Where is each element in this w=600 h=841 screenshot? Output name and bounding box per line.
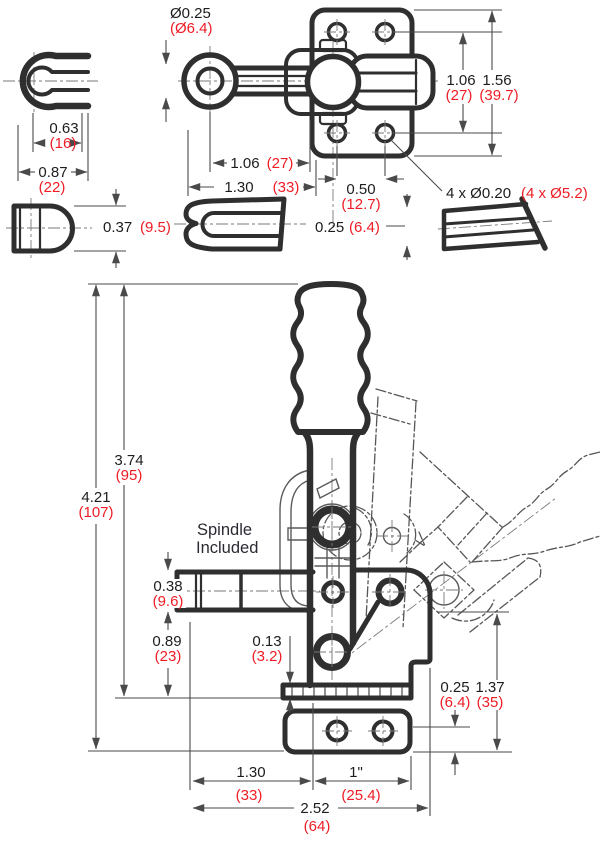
dim-foot-left-in: 1.30 <box>236 764 265 781</box>
dim-arm-edge-in: 0.25 <box>315 219 344 236</box>
arm-edge-view <box>441 196 548 252</box>
u-arm-side-view <box>183 196 287 252</box>
dim-serration-in: 0.13 <box>252 633 281 650</box>
dim-spindle-thickness-mm: (9.5) <box>140 219 171 236</box>
dim-mounting-holes-mm: (4 x Ø5.2) <box>521 185 588 202</box>
clamp-top-view <box>181 7 436 159</box>
dim-plate-length-mm: (39.7) <box>479 87 518 104</box>
dim-base-height-in: 1.37 <box>475 679 504 696</box>
u-holder-front-view <box>19 51 92 111</box>
dim-hole-pitch-mm: (12.7) <box>341 196 380 213</box>
dim-arm-reach-mm: (33) <box>273 179 300 196</box>
dim-hole-span-mm: (27) <box>446 87 473 104</box>
dimension-lines <box>17 9 512 816</box>
label-backgrounds <box>78 70 518 816</box>
dim-spindle-thickness-in: 0.37 <box>103 219 132 236</box>
mounting-plate <box>282 708 413 755</box>
handle <box>290 281 371 689</box>
dimension-labels: 0.63 (16) 0.87 (22) Ø0.25 (Ø6.4) 1.06 (2… <box>38 5 587 835</box>
dim-handle-height-mm: (95) <box>116 467 143 484</box>
spindle-side-view <box>11 203 75 254</box>
dim-arm-reach-in: 1.30 <box>224 179 253 196</box>
dim-u-inner-mm: (16) <box>50 135 77 152</box>
note-spindle-line1: Spindle <box>197 521 252 539</box>
dim-foot-right-mm: (25.4) <box>341 787 380 804</box>
dim-foot-right-in: 1" <box>349 764 363 781</box>
dim-ring-to-plate-in: 1.06 <box>230 155 259 172</box>
dim-plate-length-in: 1.56 <box>482 72 511 89</box>
dim-arm-edge-mm: (6.4) <box>349 219 380 236</box>
dim-serration-mm: (3.2) <box>252 648 283 665</box>
dim-ring-to-plate-mm: (27) <box>267 155 294 172</box>
note-spindle-line2: Included <box>196 539 258 557</box>
dim-overall-height-mm: (107) <box>78 504 113 521</box>
dim-handle-height-in: 3.74 <box>114 452 143 469</box>
dim-foot-overall-in: 2.52 <box>300 800 329 817</box>
dim-bar-to-base-mm: (23) <box>155 648 182 665</box>
dim-base-height-mm: (35) <box>477 694 504 711</box>
base-bracket <box>280 505 433 701</box>
dim-hole-pitch-in: 0.50 <box>346 181 375 198</box>
dim-hole-span-in: 1.06 <box>446 72 475 89</box>
dim-overall-height-in: 4.21 <box>81 489 110 506</box>
clamp-front-view <box>174 281 600 755</box>
dim-mounting-holes-in: 4 x Ø0.20 <box>446 185 511 202</box>
phantom-open-position <box>322 388 600 633</box>
dim-foot-overall-mm: (64) <box>304 818 331 835</box>
dim-foot-left-mm: (33) <box>236 787 263 804</box>
dim-plate-thickness-in: 0.25 <box>440 679 469 696</box>
dim-bar-thickness-mm: (9.6) <box>153 593 184 610</box>
dim-bar-thickness-in: 0.38 <box>153 578 182 595</box>
dim-bar-to-base-in: 0.89 <box>152 633 181 650</box>
dim-plate-thickness-mm: (6.4) <box>440 694 471 711</box>
dim-spindle-dia-in: Ø0.25 <box>170 5 211 22</box>
dim-u-outer-in: 0.87 <box>38 164 67 181</box>
dim-spindle-dia-mm: (Ø6.4) <box>170 20 213 37</box>
dim-u-inner-in: 0.63 <box>49 120 78 137</box>
dim-u-outer-mm: (22) <box>39 179 66 196</box>
